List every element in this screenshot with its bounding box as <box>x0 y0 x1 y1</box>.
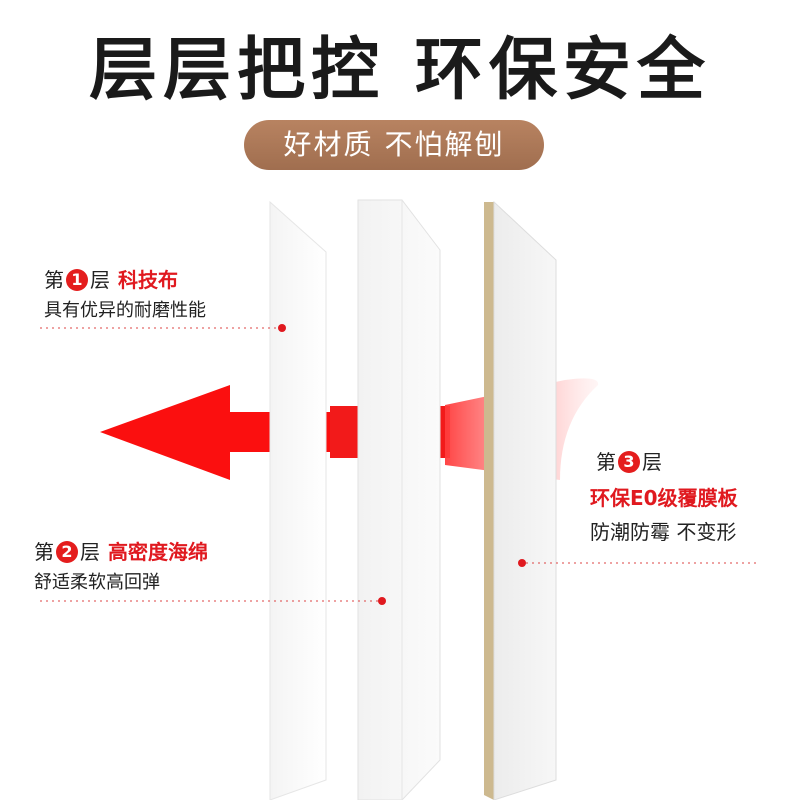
material-badge: 好材质 不怕解刨 <box>244 120 544 170</box>
layer-2-prefix: 第 <box>34 540 54 564</box>
layer-3-laminate-board-edge <box>484 202 494 800</box>
layer-2-number-badge: 2 <box>56 541 78 563</box>
arrow-head-icon <box>100 385 360 480</box>
headline: 层层把控 环保安全 <box>89 31 711 110</box>
layer-3-laminate-board <box>493 200 557 800</box>
layer-2-name: 高密度海绵 <box>108 540 208 564</box>
layer-3-name-line: 环保E0级覆膜板 <box>590 482 738 511</box>
layer-1-number-badge: 1 <box>66 269 88 291</box>
layer-3-prefix: 第 <box>596 450 616 474</box>
layer-2-foam-board <box>357 199 441 800</box>
layer-1-name: 科技布 <box>118 268 178 292</box>
layer-3-name: 环保E0级覆膜板 <box>590 486 738 510</box>
layer-3-number-badge: 3 <box>618 451 640 473</box>
layer-2-desc: 舒适柔软高回弹 <box>34 572 160 593</box>
layer-1-prefix: 第 <box>44 268 64 292</box>
layer-2-suffix: 层 <box>80 540 100 564</box>
layer-3-desc: 防潮防霉 不变形 <box>590 520 737 544</box>
layer-1-suffix: 层 <box>90 268 110 292</box>
layer-1-fabric-board <box>269 200 327 800</box>
layer-3-suffix: 层 <box>642 450 662 474</box>
layers-graphic <box>40 199 760 800</box>
layer-1-desc: 具有优异的耐磨性能 <box>44 300 206 321</box>
